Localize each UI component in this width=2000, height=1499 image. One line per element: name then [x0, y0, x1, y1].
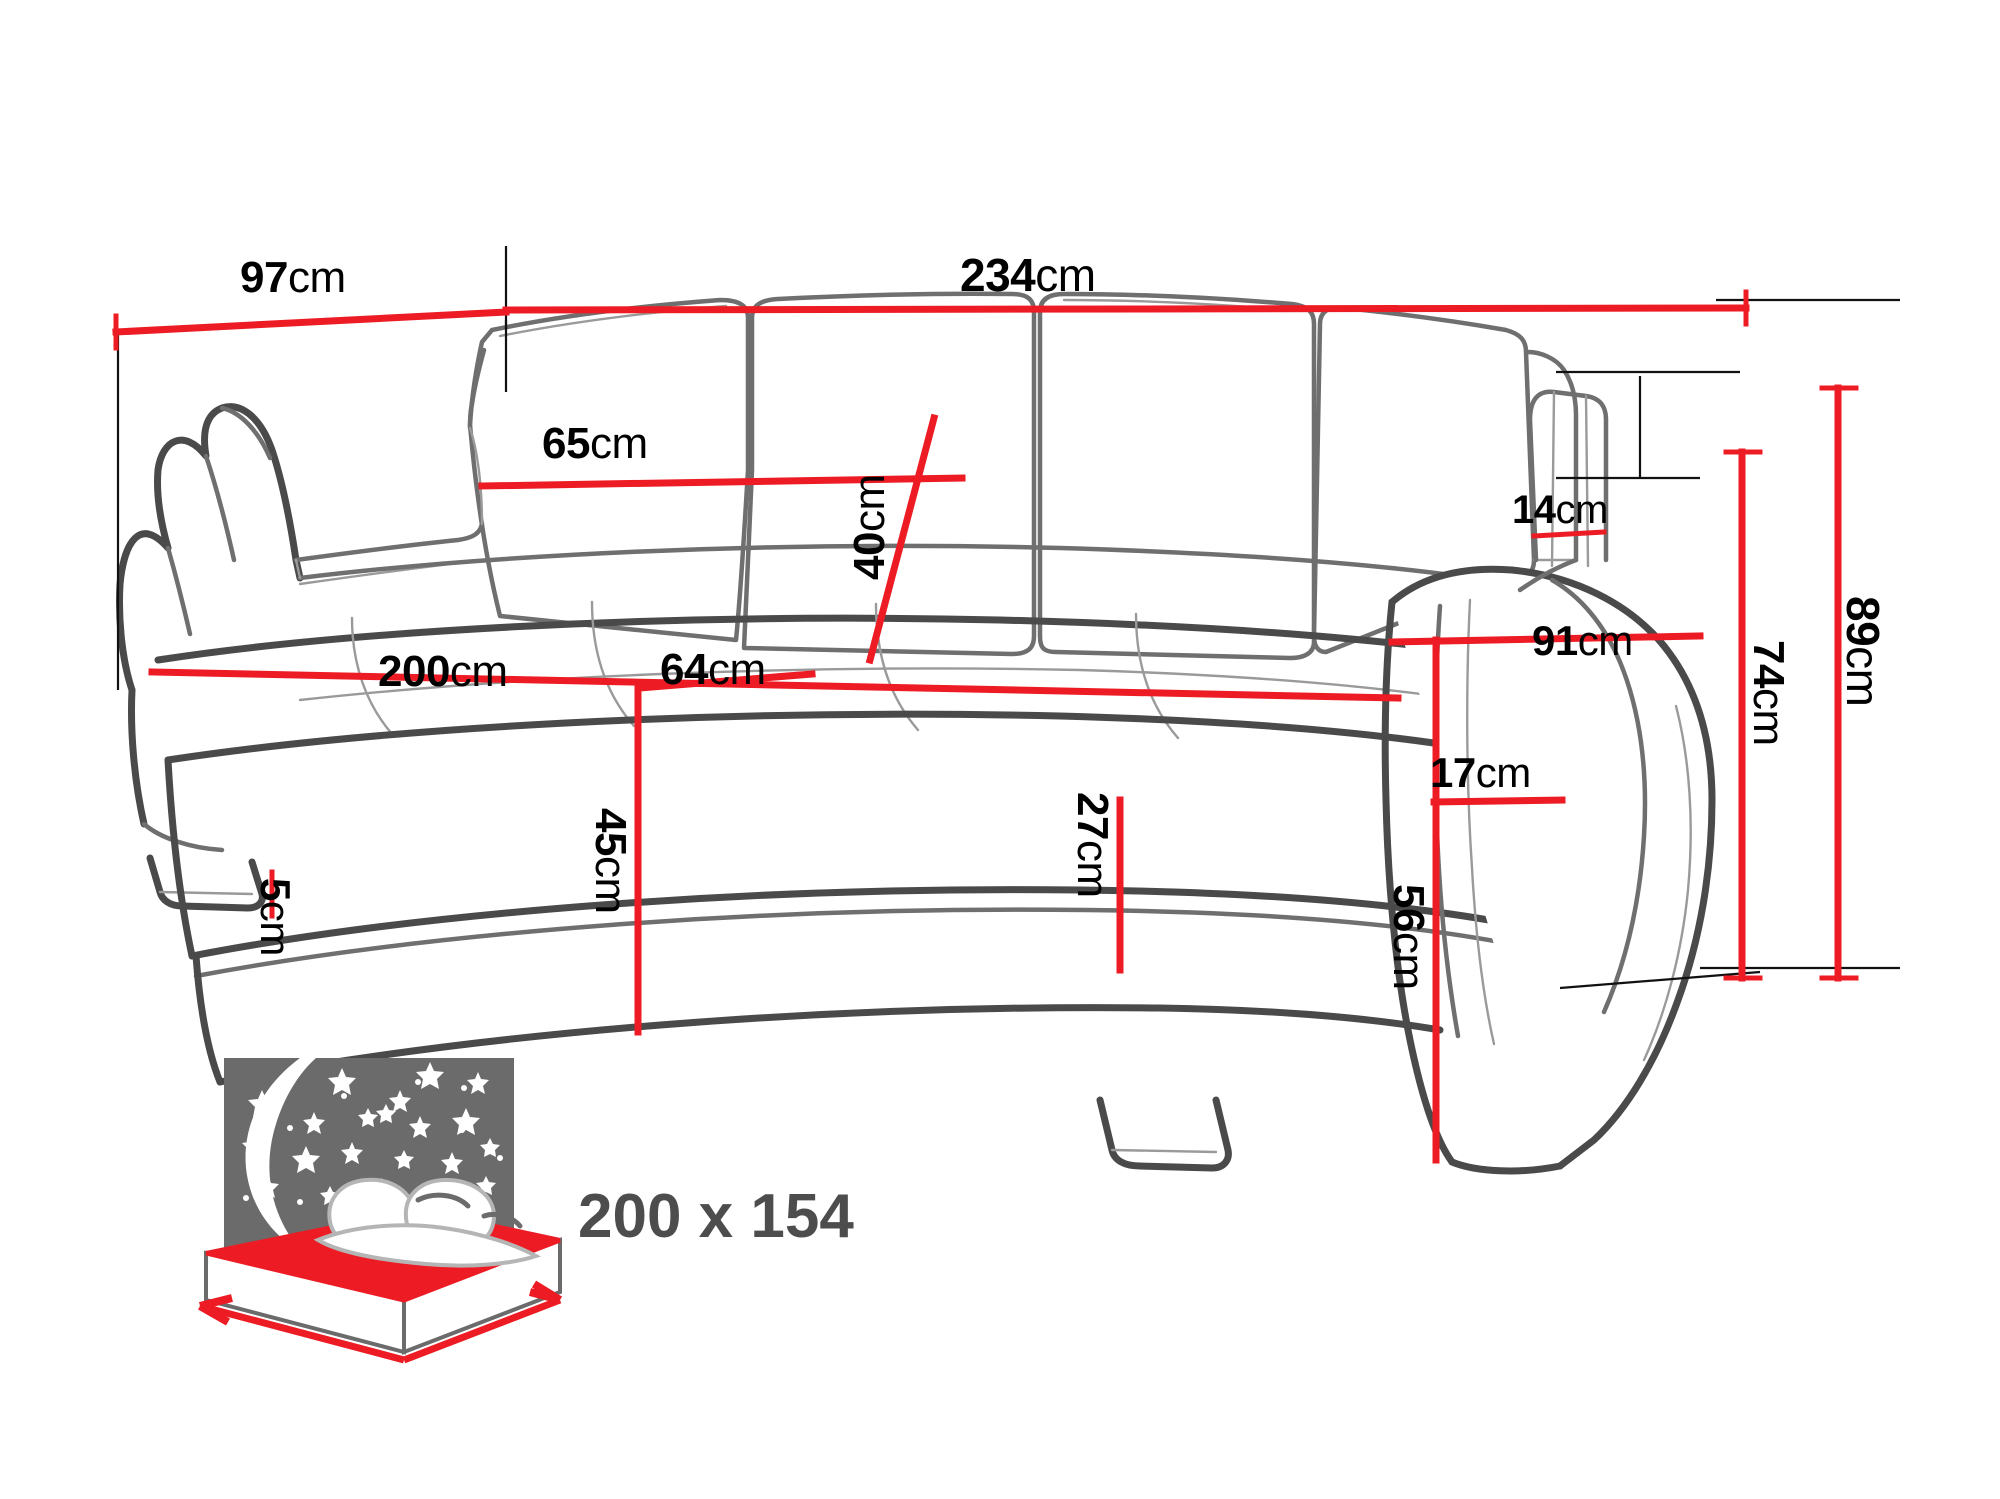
seat-and-body	[154, 543, 1543, 1172]
label-97cm: 97cm	[240, 256, 346, 300]
dimension-line-14	[1531, 529, 1607, 539]
label-64cm-unit: cm	[707, 645, 766, 694]
label-14cm: 14cm	[1512, 490, 1608, 530]
dimension-line-65	[478, 474, 966, 490]
pillow-folds	[415, 1192, 523, 1229]
blanket	[313, 1223, 541, 1268]
dimension-line-97	[112, 308, 510, 351]
dimension-line-200	[148, 668, 1402, 702]
dimension-line-17	[1430, 796, 1566, 806]
left-back-silhouette	[294, 426, 484, 580]
label-200cm-number: 200	[378, 647, 450, 696]
label-17cm: 17cm	[1430, 752, 1531, 794]
backrest-frame	[467, 347, 1579, 563]
label-91cm-unit: cm	[1577, 617, 1634, 664]
label-234cm: 234cm	[960, 252, 1096, 298]
label-17cm-number: 17	[1430, 749, 1476, 796]
label-64cm-number: 64	[660, 645, 708, 694]
label-65cm-number: 65	[542, 419, 590, 468]
label-91cm: 91cm	[1532, 620, 1633, 662]
label-64cm: 64cm	[660, 648, 766, 692]
label-97cm-unit: cm	[287, 253, 346, 302]
label-234cm-unit: cm	[1035, 249, 1096, 301]
stars	[242, 1062, 503, 1209]
label-65cm: 65cm	[542, 422, 648, 466]
label-17cm-unit: cm	[1475, 749, 1532, 796]
label-14cm-number: 14	[1512, 488, 1556, 532]
dimension-line-89	[1819, 384, 1859, 982]
dimension-line-64	[636, 670, 816, 692]
label-14cm-unit: cm	[1555, 488, 1609, 532]
dimension-line-91	[1388, 632, 1704, 646]
label-97cm-number: 97	[240, 253, 288, 302]
dimension-line-74	[1723, 448, 1763, 982]
extension-lines	[116, 246, 1900, 990]
mattress-arrows	[198, 1280, 563, 1364]
label-91cm-number: 91	[1532, 617, 1578, 664]
sleeping-area-caption: 200 x 154	[578, 1182, 854, 1251]
dimension-line-40	[865, 413, 939, 665]
label-234cm-number: 234	[960, 249, 1036, 301]
label-200cm: 200cm	[378, 650, 508, 694]
label-65cm-unit: cm	[589, 419, 648, 468]
label-200cm-unit: cm	[449, 647, 508, 696]
dimension-line-234	[502, 289, 1750, 327]
